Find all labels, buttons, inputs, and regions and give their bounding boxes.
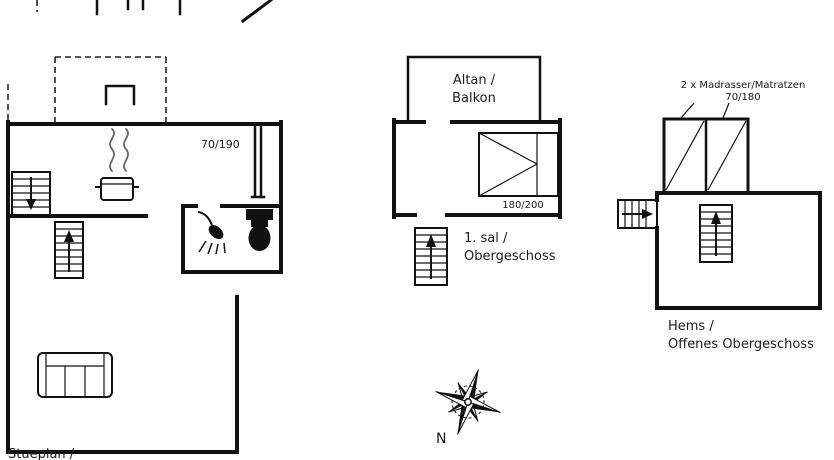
toilet-bowl — [248, 225, 271, 251]
balcony-walls — [406, 55, 542, 124]
shower-icon — [197, 211, 226, 255]
sofa-outline — [37, 352, 113, 398]
ground-floor-walls — [6, 120, 283, 454]
bed-size-label: 180/200 — [502, 200, 544, 211]
roof-outline-dashed — [7, 0, 167, 124]
first-floor-label-line1: 1. sal / — [464, 231, 508, 246]
mattress-note-line2: 70/180 — [725, 92, 760, 103]
first-floor-walls — [392, 118, 562, 219]
stairs-arrow-head — [426, 234, 436, 247]
sofa-cushions — [45, 353, 105, 397]
stairs-outline — [11, 171, 51, 217]
door-size-label: 70/190 — [201, 138, 240, 151]
stairs-icon — [54, 221, 84, 279]
mattress-diagonals — [665, 120, 747, 191]
stairs-arrow-head — [642, 209, 653, 219]
compass-center — [464, 398, 472, 406]
compass-dashed-circle — [451, 385, 485, 419]
compass-north-label: N — [436, 431, 446, 447]
ground-floor-label: Stueplan / — [8, 447, 75, 460]
compass-rose-icon: N — [435, 369, 501, 447]
cooking-pot-icon — [95, 177, 139, 201]
double-bed-icon — [478, 132, 559, 197]
stairs-arrow-head — [64, 230, 74, 242]
balcony-label-line2: Balkon — [452, 91, 496, 106]
loft-label-line1: Hems / — [668, 319, 714, 334]
first-floor-plan: Altan / Balkon 180/200 1. sal / Obergesc… — [392, 55, 562, 286]
bed-outline — [478, 132, 559, 197]
stairs-arrow-head — [711, 211, 721, 224]
bathroom — [197, 209, 273, 255]
sofa-icon — [37, 352, 113, 398]
loft-walls — [655, 191, 822, 310]
pot-body — [100, 177, 134, 201]
loft-label-line2: Offenes Obergeschoss — [668, 337, 814, 352]
toilet-seat — [251, 219, 268, 227]
shower-head — [208, 224, 224, 240]
stairs-icon — [699, 204, 733, 263]
bed-blanket-lines — [478, 132, 538, 197]
shower-hose — [197, 211, 213, 226]
toilet-icon — [246, 209, 273, 251]
shower-spray — [198, 240, 226, 255]
compass-points — [435, 369, 501, 435]
mattress-note-line1: 2 x Madrasser/Matratzen — [681, 80, 806, 91]
site-structure-top — [95, 0, 182, 16]
roof-diagonal-line — [240, 0, 274, 24]
ground-floor-plan: 70/190 — [6, 0, 283, 460]
balcony-label-line1: Altan / — [453, 73, 496, 88]
chimney-outline — [104, 84, 136, 106]
stairs-outline — [617, 199, 658, 229]
mattress-icon — [662, 117, 750, 195]
loft-plan: 2 x Madrasser/Matratzen 70/180 Hems / Of… — [617, 80, 822, 352]
stairs-icon — [617, 199, 658, 229]
stairs-icon — [11, 171, 51, 217]
steam-icon — [109, 128, 129, 172]
first-floor-label-line2: Obergeschoss — [464, 249, 556, 264]
toilet-tank — [246, 209, 273, 220]
stairs-arrow-head — [26, 199, 36, 210]
stairs-icon — [414, 227, 448, 286]
mattress-leader-lines — [680, 102, 730, 119]
door-double-line — [250, 124, 266, 199]
